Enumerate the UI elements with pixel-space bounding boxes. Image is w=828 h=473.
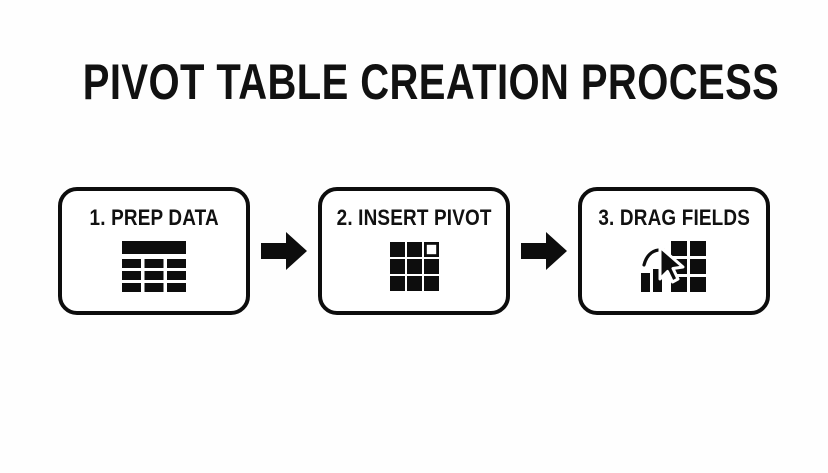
drag-fields-icon bbox=[641, 241, 706, 292]
data-table-icon bbox=[122, 241, 186, 292]
step-box-insert-pivot[interactable]: 2. INSERT PIVOT bbox=[318, 187, 510, 315]
process-flow: 1. PREP DATA 2. INSERT PIVOT bbox=[58, 187, 770, 315]
page-title: PIVOT TABLE CREATION PROCESS bbox=[82, 54, 780, 110]
step-box-drag-fields[interactable]: 3. DRAG FIELDS bbox=[578, 187, 770, 315]
arrow-right-icon bbox=[261, 232, 307, 270]
step-box-prep-data[interactable]: 1. PREP DATA bbox=[58, 187, 250, 315]
step-label: 3. DRAG FIELDS bbox=[598, 205, 750, 230]
pivot-grid-icon bbox=[390, 242, 440, 291]
step-label: 1. PREP DATA bbox=[89, 205, 219, 230]
step-label: 2. INSERT PIVOT bbox=[336, 205, 492, 230]
arrow-right-icon bbox=[521, 232, 567, 270]
